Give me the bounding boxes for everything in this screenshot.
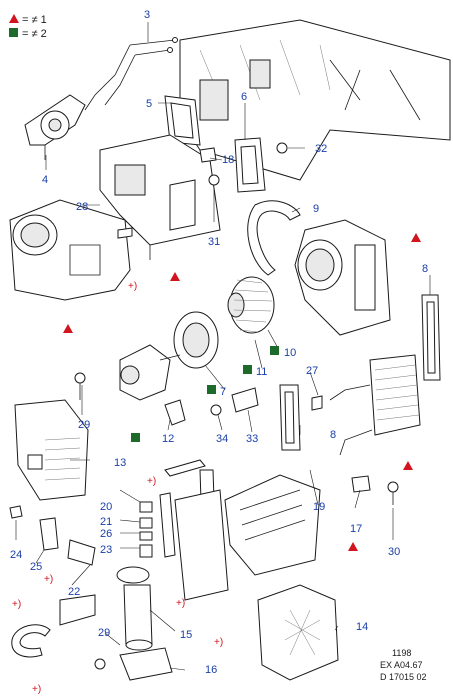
callout-label: 28 (76, 201, 88, 213)
part-29-screws (74, 372, 106, 670)
callout-label: 32 (315, 143, 327, 155)
triangle-markers (63, 233, 421, 551)
reference-line-1: 1198 (392, 648, 411, 658)
part-13-bracket-plate (14, 399, 89, 501)
small-seal-stack (139, 501, 153, 558)
part-11-blower-wheel (227, 276, 275, 334)
callout-plus-label: +) (147, 476, 156, 487)
square-marker-icon (207, 385, 216, 394)
callout-label: 25 (30, 561, 42, 573)
callout-label: 23 (100, 544, 112, 556)
part-17-30-fasteners (351, 475, 399, 505)
bulkhead-panel (179, 19, 451, 181)
callout-label: 20 (100, 501, 112, 513)
callout-plus-label: +) (176, 598, 185, 609)
callout-label: 3 (144, 9, 150, 21)
blower-motor (119, 344, 181, 401)
right-blower-housing (294, 219, 391, 336)
part-15-receiver-drier (116, 566, 153, 651)
heater-core (329, 354, 421, 456)
triangle-marker-icon (403, 461, 413, 470)
callout-label: 8 (422, 263, 428, 275)
triangle-marker-icon (348, 542, 358, 551)
triangle-marker-icon (170, 272, 180, 281)
callout-label: 7 (220, 386, 226, 398)
part-4-servo-motor (24, 94, 86, 160)
square-markers (131, 346, 279, 442)
triangle-marker-icon (411, 233, 421, 242)
callout-label: 17 (350, 523, 362, 535)
clamp-ring (11, 624, 51, 658)
callout-plus-label: +) (12, 599, 21, 610)
part-12-clip (164, 399, 186, 426)
triangle-marker-icon (63, 324, 73, 333)
callout-label: 26 (100, 528, 112, 540)
callout-plus-label: +) (128, 281, 137, 292)
part-16-bracket (119, 647, 173, 681)
square-marker-icon (270, 346, 279, 355)
part-14-lower-cover (257, 584, 339, 681)
part-8-gasket-upper (421, 294, 441, 381)
callout-label: 8 (330, 429, 336, 441)
callout-label: 9 (313, 203, 319, 215)
callout-label: 30 (388, 546, 400, 558)
callout-label: 34 (216, 433, 228, 445)
callout-plus-label: +) (44, 574, 53, 585)
callout-label: 22 (68, 586, 80, 598)
triangle-marker-icon (9, 14, 19, 23)
legend-triangle-text: = ≠ 1 (22, 14, 47, 26)
square-marker-icon (243, 365, 252, 374)
callout-label: 14 (356, 621, 368, 633)
callout-label: 21 (100, 516, 112, 528)
callout-label: 19 (313, 501, 325, 513)
legend-square-text: = ≠ 2 (22, 28, 47, 40)
callout-plus-label: +) (214, 637, 223, 648)
callout-label: 15 (180, 629, 192, 641)
callout-label: 6 (241, 91, 247, 103)
callout-label: 16 (205, 664, 217, 676)
callout-label: 27 (306, 365, 318, 377)
callout-label: 29 (78, 419, 90, 431)
part-7-motor-mount-ring (173, 311, 219, 369)
callout-label: 18 (222, 154, 234, 166)
left-blower-housing (99, 134, 221, 260)
callout-label: 5 (146, 98, 152, 110)
callout-plus-label: +) (32, 684, 41, 695)
legend: = ≠ 1 = ≠ 2 (9, 14, 47, 40)
part-27-clip (311, 395, 323, 411)
square-marker-icon (131, 433, 140, 442)
part-33-resistor (210, 387, 259, 416)
callout-label: 31 (208, 236, 220, 248)
part-8-gasket-mid (279, 384, 301, 451)
part-5-gasket-frame (164, 95, 201, 146)
part-24-sensor (9, 505, 96, 566)
callout-label: 29 (98, 627, 110, 639)
callouts: 3 5 6 4 18 32 28 9 31 8 +) 10 11 7 27 29… (10, 9, 428, 695)
lower-evaporator-housing (224, 474, 321, 576)
callout-label: 4 (42, 174, 48, 186)
reference-line-2: EX A04.67 (380, 660, 423, 670)
callout-label: 13 (114, 457, 126, 469)
part-22-bracket (59, 594, 96, 626)
callout-label: 12 (162, 433, 174, 445)
callout-label: 11 (256, 366, 267, 378)
callout-label: 24 (10, 549, 22, 561)
filter-strips (159, 459, 229, 601)
left-cover-plate (9, 199, 131, 301)
part-9-seal-strip (247, 200, 301, 276)
callout-label: 10 (284, 347, 296, 359)
callout-label: 33 (246, 433, 258, 445)
reference-line-3: D 17015 02 (380, 672, 427, 682)
reference-block: 1198 EX A04.67 D 17015 02 (380, 648, 427, 682)
square-marker-icon (9, 28, 18, 37)
leader-lines (15, 22, 431, 671)
part-3-wiring-harness (84, 37, 178, 111)
part-6-gasket-frame (234, 137, 266, 193)
